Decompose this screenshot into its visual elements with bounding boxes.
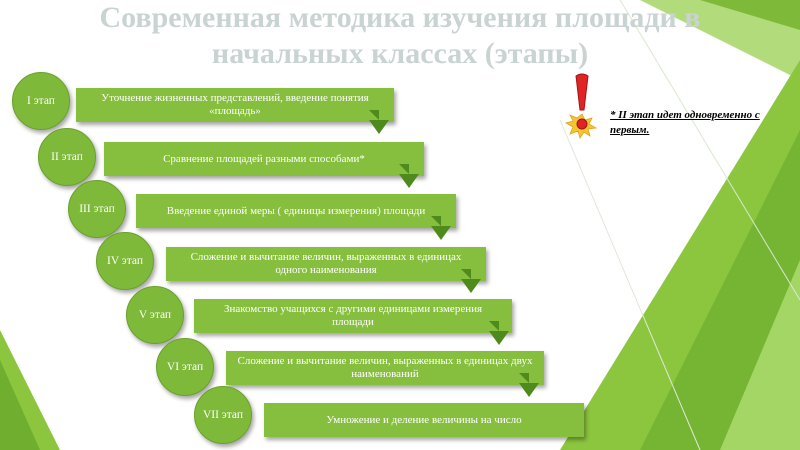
stage-4-badge: IV этап xyxy=(96,232,154,290)
exclamation-burst-icon xyxy=(564,73,598,139)
bent-arrow-down-icon xyxy=(399,164,419,188)
stage-1-badge: I этап xyxy=(12,72,70,130)
stage-7-bar: Умножение и деление величины на число xyxy=(264,403,584,437)
bent-arrow-down-icon xyxy=(461,269,481,293)
footnote: * II этап идет одновременно с первым. xyxy=(610,109,760,136)
page-title: Современная методика изучения площади в … xyxy=(99,1,701,70)
stage-2-badge: II этап xyxy=(38,128,96,186)
stage-6-badge: VI этап xyxy=(156,338,214,396)
bent-arrow-down-icon xyxy=(489,321,509,345)
stage-5-badge: V этап xyxy=(126,286,184,344)
bent-arrow-down-icon xyxy=(369,110,389,134)
stage-6-bar: Сложение и вычитание величин, выраженных… xyxy=(226,351,544,385)
stage-2-bar: Сравнение площадей разными способами* xyxy=(104,142,424,176)
stage-7-badge: VII этап xyxy=(194,386,252,444)
bent-arrow-down-icon xyxy=(519,373,539,397)
stage-5-bar: Знакомство учащихся с другими единицами … xyxy=(194,299,512,333)
stage-4-bar: Сложение и вычитание величин, выраженных… xyxy=(166,247,486,281)
bent-arrow-down-icon xyxy=(431,216,451,240)
stage-3-badge: III этап xyxy=(68,180,126,238)
stage-3-bar: Введение единой меры ( единицы измерения… xyxy=(136,194,456,228)
stage-1-bar: Уточнение жизненных представлений, введе… xyxy=(76,88,394,122)
